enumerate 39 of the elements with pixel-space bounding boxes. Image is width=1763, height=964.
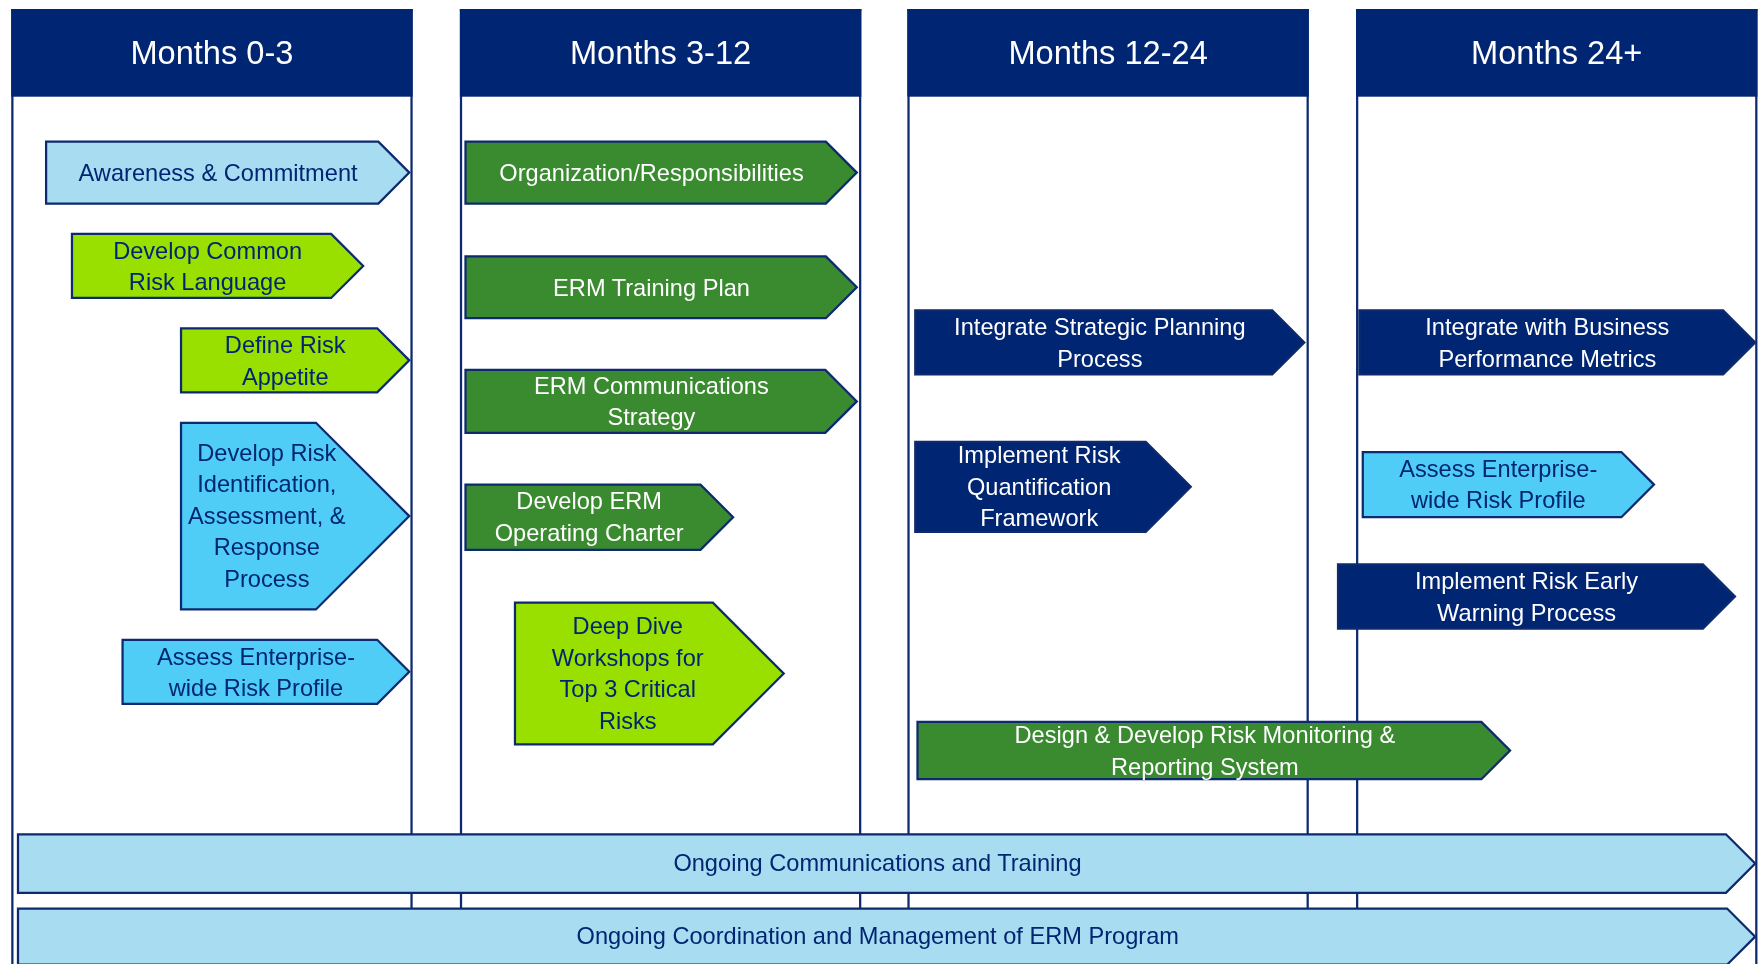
step-label: Ongoing Coordination and Management of ERM Program	[576, 922, 1180, 951]
step-label: Define Risk Appetite	[223, 330, 347, 392]
step-label: ERM Communications Strategy	[532, 371, 770, 432]
step-label: Develop ERM Operating Charter	[493, 487, 685, 548]
step-label: Assess Enterprise-wide Risk Profile	[1398, 454, 1599, 515]
step-label: Organization/Responsibilities	[499, 158, 804, 188]
column-header: Months 12-24	[907, 9, 1309, 97]
column-header: Months 0-3	[11, 9, 413, 97]
task-banner	[1358, 309, 1757, 376]
task-banner	[70, 232, 365, 300]
task-banner	[464, 368, 858, 434]
step-label: Assess Enterprise-wide Risk Profile	[155, 641, 357, 702]
task-banner	[45, 140, 411, 205]
task-banner	[464, 255, 858, 320]
task-banner	[179, 421, 411, 611]
task-banner	[916, 720, 1512, 781]
task-banner	[513, 601, 785, 746]
task-banner	[16, 907, 1757, 964]
task-banner	[464, 483, 735, 551]
column-header: Months 3-12	[459, 9, 862, 97]
task-banner	[914, 309, 1306, 376]
step-label: Implement Risk Quantification Framework	[956, 440, 1122, 533]
step-label: Awareness & Commitment	[78, 158, 358, 187]
step-label: Implement Risk Early Warning Process	[1414, 566, 1640, 628]
step-label: Develop Risk Identification, Assessment, & Response Process	[187, 438, 347, 594]
column-header: Months 24+	[1356, 9, 1758, 97]
step-label: Develop Common Risk Language	[112, 235, 304, 297]
step-label: Integrate with Business Performance Metrics	[1424, 312, 1671, 373]
step-label: Ongoing Communications and Training	[673, 849, 1082, 878]
step-label: Integrate Strategic Planning Process	[953, 312, 1247, 373]
step-label: Design & Develop Risk Monitoring & Reporting System	[1013, 720, 1397, 782]
task-banner	[121, 638, 411, 705]
task-banner	[16, 833, 1757, 894]
task-banner	[464, 140, 858, 205]
task-banner	[1361, 450, 1656, 519]
task-banner	[179, 327, 411, 394]
task-banner	[914, 440, 1192, 533]
step-label: ERM Training Plan	[553, 272, 750, 303]
step-label: Deep Dive Workshops for Top 3 Critical Risks	[550, 611, 705, 736]
